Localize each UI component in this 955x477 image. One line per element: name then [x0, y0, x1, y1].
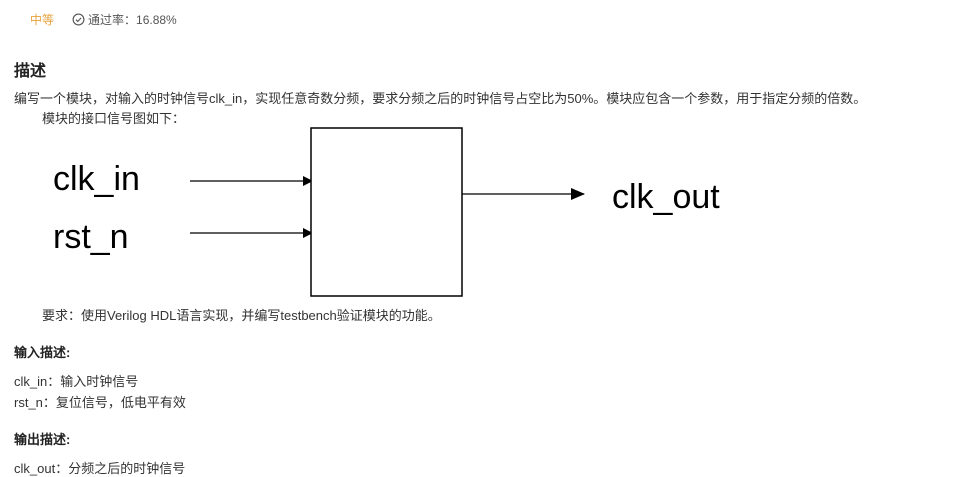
input-label-rst-n: rst_n [53, 218, 129, 256]
input-desc-title: 输入描述: [14, 345, 71, 360]
output-desc-title: 输出描述: [14, 432, 71, 447]
difficulty-badge: 中等 [30, 12, 55, 27]
input-desc-line-2: rst_n：复位信号，低电平有效 [14, 395, 186, 410]
input-desc-line-1: clk_in：输入时钟信号 [14, 374, 139, 389]
problem-meta: 中等 通过率：16.88% [30, 10, 177, 28]
requirement-line: 要求：使用Verilog HDL语言实现，并编写testbench验证模块的功能… [42, 308, 441, 323]
module-box [310, 127, 463, 297]
description-line-1: 编写一个模块，对输入的时钟信号clk_in，实现任意奇数分频，要求分频之后的时钟… [14, 91, 867, 106]
output-desc-line-1: clk_out：分频之后的时钟信号 [14, 461, 186, 476]
check-circle-icon [72, 13, 85, 25]
input-label-clk-in: clk_in [53, 160, 140, 198]
output-label-clk-out: clk_out [612, 178, 720, 216]
description-title: 描述 [14, 63, 47, 80]
interface-diagram: clk_in rst_n clk_out [53, 127, 720, 297]
pass-rate: 通过率：16.88% [72, 11, 177, 28]
description-line-2: 模块的接口信号图如下： [42, 111, 186, 126]
pass-rate-text: 通过率：16.88% [88, 12, 177, 27]
